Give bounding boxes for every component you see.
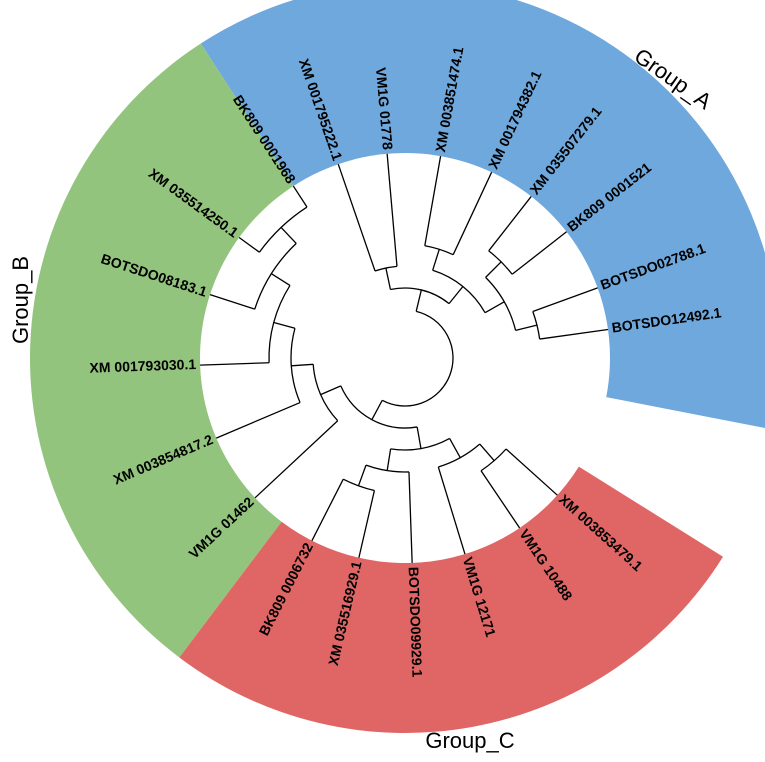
leaf-label: VM1G 01778 xyxy=(373,67,396,151)
branch-segment xyxy=(488,196,532,252)
branch-segment xyxy=(485,261,502,278)
branch-segment xyxy=(371,399,383,420)
sector-group-b xyxy=(29,43,294,658)
branch-segment xyxy=(408,471,413,563)
branch-segment xyxy=(291,363,314,367)
branch-segment xyxy=(539,328,609,340)
branch-segment xyxy=(415,289,422,312)
branch-segment xyxy=(320,385,342,396)
branch-segment xyxy=(449,438,461,459)
branch-segment xyxy=(437,466,466,555)
branch-segment xyxy=(448,286,464,305)
branch-segment xyxy=(416,426,422,449)
branch-arc xyxy=(381,310,454,407)
branch-segment xyxy=(432,249,440,271)
branch-arc xyxy=(438,443,481,468)
branch-segment xyxy=(311,478,344,541)
leaf-label: BOTSDO09929.1 xyxy=(406,567,426,678)
branch-segment xyxy=(505,448,558,496)
branch-segment xyxy=(209,294,255,310)
branch-segment xyxy=(216,401,301,439)
branch-segment xyxy=(273,321,296,329)
branch-segment xyxy=(515,324,538,332)
group-sectors xyxy=(29,0,765,734)
branch-segment xyxy=(484,301,505,314)
group-label-b: Group_B xyxy=(8,256,33,344)
branch-segment xyxy=(200,362,270,366)
tree-branches xyxy=(200,153,609,563)
branch-segment xyxy=(385,267,392,290)
branch-segment xyxy=(271,273,291,286)
branch-segment xyxy=(280,226,297,244)
leaf-label: XM 001793030.1 xyxy=(89,356,196,376)
branch-segment xyxy=(424,156,442,246)
branch-arc xyxy=(312,364,339,422)
branch-segment xyxy=(452,171,493,255)
branch-segment xyxy=(292,185,308,208)
branch-segment xyxy=(386,448,392,471)
branch-segment xyxy=(357,464,367,487)
branch-arc xyxy=(258,206,308,253)
branch-segment xyxy=(358,490,376,558)
branch-segment xyxy=(480,470,521,529)
group-label-c: Group_C xyxy=(425,728,514,753)
sector-group-a xyxy=(200,0,765,428)
branch-arc xyxy=(254,242,297,310)
branch-segment xyxy=(479,443,495,462)
branch-segment xyxy=(511,231,567,275)
branch-segment xyxy=(238,236,260,253)
branch-segment xyxy=(532,287,598,313)
sector-group-c xyxy=(179,466,724,734)
branch-segment xyxy=(386,153,398,267)
branch-segment xyxy=(254,420,339,499)
branch-segment xyxy=(337,163,376,272)
